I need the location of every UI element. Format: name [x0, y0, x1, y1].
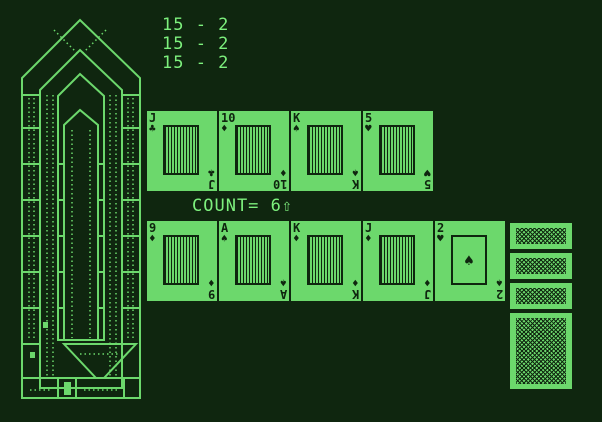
board-track-inner — [63, 108, 99, 341]
card-back-pattern — [379, 235, 415, 285]
peg-front — [43, 322, 48, 328]
up-arrow-icon: ⇧ — [281, 196, 294, 216]
hand-card-3[interactable]: K ♦ ♦ K — [291, 221, 361, 301]
deck-pile[interactable] — [508, 311, 574, 391]
card-suit: ♦ — [149, 232, 156, 245]
deck-card-1[interactable] — [508, 221, 574, 251]
card-rank-bottom: K — [351, 287, 359, 301]
card-suit: ♠ — [293, 122, 300, 135]
card-rank-bottom: 10 — [272, 177, 287, 191]
card-rank: 9 — [149, 221, 157, 235]
card-back-pattern — [307, 125, 343, 175]
score-line-3: 15 - 2 — [162, 53, 230, 73]
crib-card-3[interactable]: K ♠ ♠ K — [291, 111, 361, 191]
deck-back-pattern — [516, 228, 566, 244]
card-suit: ♣ — [149, 122, 156, 135]
hand-card-5[interactable]: 2 ♥ ♠ ♠ 2 — [435, 221, 505, 301]
card-rank-bottom: J — [423, 287, 431, 301]
spade-icon: ♠ — [464, 250, 474, 270]
card-suit: ♥ — [437, 232, 444, 245]
card-rank: 2 — [437, 221, 445, 235]
count-label: COUNT= — [192, 196, 260, 216]
hand-card-4[interactable]: J ♦ ♦ J — [363, 221, 433, 301]
crib-card-4[interactable]: 5 ♥ ♥ 5 — [363, 111, 433, 191]
hand-card-2[interactable]: A ♠ ♠ A — [219, 221, 289, 301]
card-rank: J — [365, 221, 373, 235]
card-back-pattern — [379, 125, 415, 175]
count-value: 6 — [270, 196, 282, 216]
deck-card-3[interactable] — [508, 281, 574, 311]
crib-card-1[interactable]: J ♣ ♣ J — [147, 111, 217, 191]
count-display: COUNT= 6⇧ — [192, 196, 293, 216]
card-rank: J — [149, 111, 157, 125]
card-suit: ♠ — [221, 232, 228, 245]
peg-start — [64, 382, 71, 395]
board-bottom-tip — [61, 343, 139, 379]
card-rank-bottom: J — [207, 177, 215, 191]
card-suit: ♦ — [293, 232, 300, 245]
score-line-2: 15 - 2 — [162, 34, 230, 54]
card-rank: A — [221, 221, 229, 235]
hand-card-1[interactable]: 9 ♦ ♦ 9 — [147, 221, 217, 301]
card-face: ♠ — [451, 235, 487, 285]
card-rank: 5 — [365, 111, 373, 125]
card-rank-bottom: 5 — [423, 177, 431, 191]
score-line-1: 15 - 2 — [162, 15, 230, 35]
card-rank: 10 — [221, 111, 236, 125]
card-rank: K — [293, 111, 301, 125]
card-back-pattern — [307, 235, 343, 285]
deck-card-2[interactable] — [508, 251, 574, 281]
card-suit: ♥ — [365, 122, 372, 135]
card-rank-bottom: 2 — [495, 287, 503, 301]
card-suit: ♦ — [365, 232, 372, 245]
card-back-pattern — [235, 235, 271, 285]
board-track-outer — [39, 48, 123, 389]
card-rank: K — [293, 221, 301, 235]
card-suit: ♦ — [221, 122, 228, 135]
peg-back — [30, 352, 35, 358]
deck-back-pattern — [516, 318, 566, 384]
card-rank-bottom: A — [279, 287, 287, 301]
card-back-pattern — [163, 125, 199, 175]
board-track-middle — [57, 72, 105, 341]
deck-back-pattern — [516, 258, 566, 274]
deck-back-pattern — [516, 288, 566, 304]
card-back-pattern — [163, 235, 199, 285]
card-rank-bottom: 9 — [207, 287, 215, 301]
crib-card-2[interactable]: 10 ♦ ♦ 10 — [219, 111, 289, 191]
card-back-pattern — [235, 125, 271, 175]
cribbage-board — [21, 18, 141, 399]
card-rank-bottom: K — [351, 177, 359, 191]
